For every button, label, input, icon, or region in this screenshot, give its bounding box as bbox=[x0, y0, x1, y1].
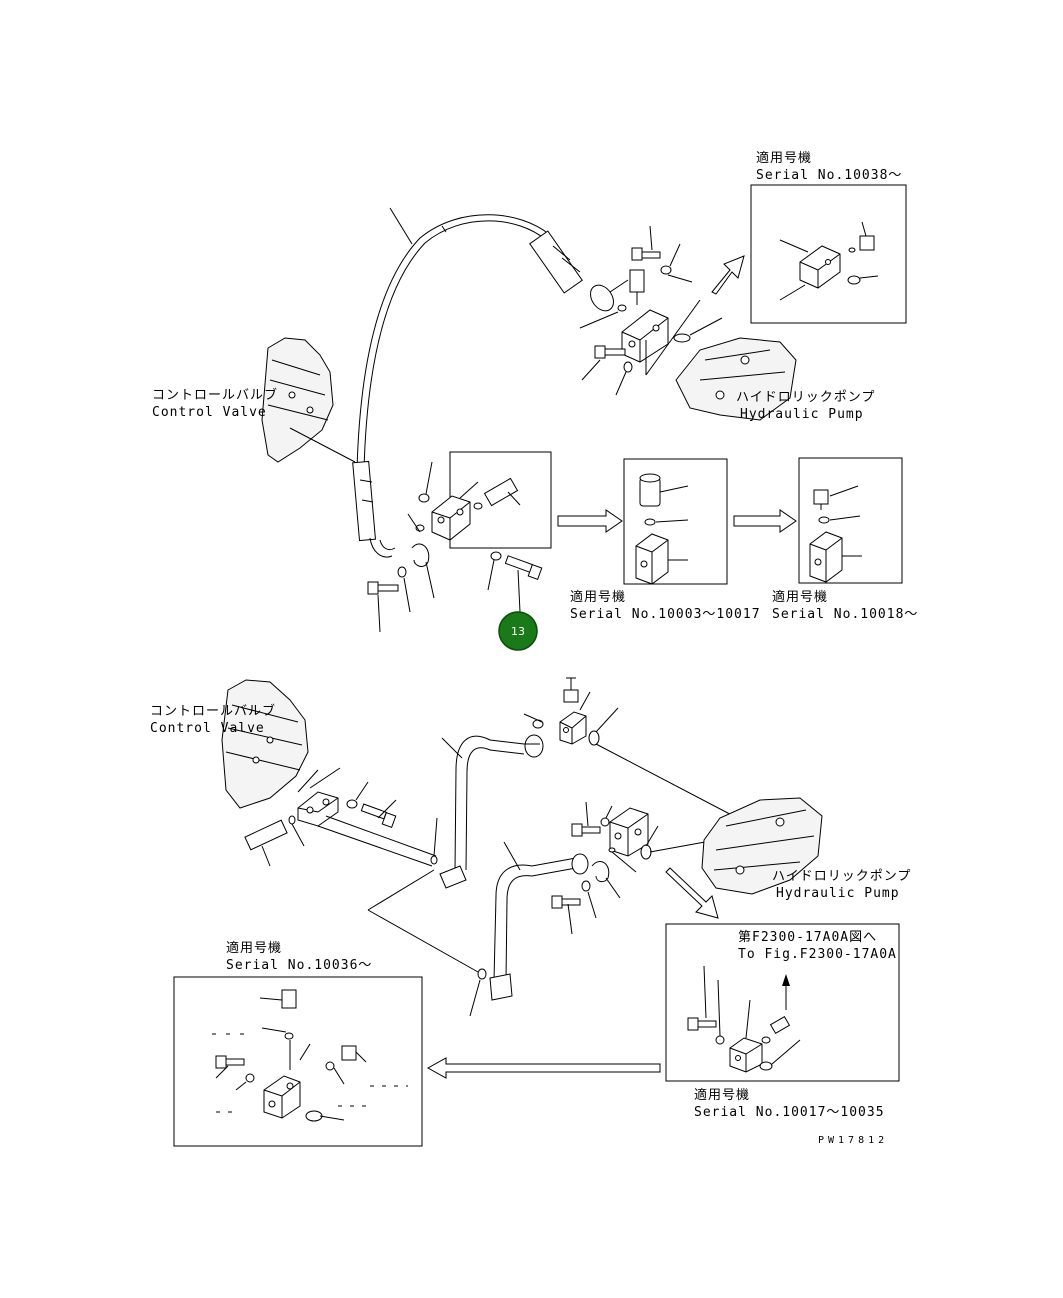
bolt-lower-2 bbox=[551, 895, 581, 935]
pipe-line-lower bbox=[317, 825, 433, 867]
serial-10038-jp: 適用号機 bbox=[756, 150, 812, 166]
drawing-number: PW17812 bbox=[818, 1135, 888, 1146]
clamp-mid bbox=[411, 543, 430, 567]
control-valve-top-label-en: Control Valve bbox=[152, 405, 267, 420]
pipe-to-pump-lower bbox=[595, 743, 746, 823]
hose-lower-2 bbox=[489, 841, 589, 1001]
block-10038 bbox=[779, 221, 879, 301]
clamp-lower bbox=[591, 861, 610, 883]
hyd-pump-bottom-label-jp: ハイドロリックポンプ bbox=[772, 869, 911, 884]
callout-13-circle[interactable] bbox=[498, 611, 538, 651]
flange-block-lower bbox=[297, 791, 339, 827]
parts-10017 bbox=[687, 965, 801, 1073]
oring-upper bbox=[673, 333, 691, 343]
arrow-to-10038 bbox=[711, 255, 745, 295]
control-valve-bottom-label-en: Control Valve bbox=[150, 721, 265, 736]
fig-ref-jp: 第F2300-17A0A図へ bbox=[738, 930, 877, 945]
serial-10018-en: Serial No.10018～ bbox=[772, 607, 918, 622]
bolt-upper-1 bbox=[631, 225, 661, 261]
control-valve-bottom-label-jp: コントロールバルブ bbox=[150, 703, 276, 719]
relief-valve-mid bbox=[483, 477, 521, 507]
hose-lower-1 bbox=[439, 734, 544, 889]
box-serial-10036 bbox=[173, 976, 423, 1147]
serial-10038-en: Serial No.10038～ bbox=[756, 168, 902, 183]
serial-10003-en: Serial No.10003～10017 bbox=[570, 607, 761, 622]
arrow-to-10036 bbox=[426, 1057, 661, 1079]
hose-vertical-upper bbox=[352, 460, 396, 558]
serial-10018-jp: 適用号機 bbox=[772, 589, 828, 605]
fitting-upper bbox=[629, 269, 645, 305]
arrow-to-10003 bbox=[557, 509, 623, 533]
washer-upper-1 bbox=[660, 265, 672, 275]
serial-10017-en: Serial No.10017～10035 bbox=[694, 1105, 885, 1120]
callout-13[interactable]: 13 bbox=[498, 611, 538, 651]
parts-10018 bbox=[809, 485, 862, 583]
bolt-lower-mid bbox=[571, 801, 601, 837]
serial-10017-jp: 適用号機 bbox=[694, 1087, 750, 1103]
bolt-mid-right bbox=[504, 555, 543, 613]
fig-ref-en: To Fig.F2300-17A0A bbox=[738, 947, 897, 962]
arrow-to-10017 bbox=[665, 867, 719, 919]
check-valve-lower bbox=[244, 819, 288, 867]
block-lower-top bbox=[559, 691, 591, 745]
parts-10003 bbox=[635, 473, 689, 585]
control-valve-top bbox=[261, 337, 356, 463]
bolt-upper-2 bbox=[594, 345, 626, 359]
bolt-lower-1 bbox=[360, 799, 397, 828]
hyd-pump-bottom-label-en: Hydraulic Pump bbox=[776, 886, 900, 901]
hydraulic-pump-top bbox=[675, 337, 797, 421]
hose-end-fitting-upper bbox=[529, 230, 629, 312]
serial-10036-en: Serial No.10036～ bbox=[226, 958, 372, 973]
control-valve-top-label-jp: コントロールバルブ bbox=[152, 387, 278, 403]
washer-upper-2 bbox=[623, 361, 633, 373]
hydraulic-pump-bottom bbox=[701, 797, 823, 895]
hose-top-loop bbox=[356, 214, 551, 471]
manifold-block-mid bbox=[431, 481, 479, 541]
control-valve-bottom bbox=[221, 679, 309, 809]
serial-10036-jp: 適用号機 bbox=[226, 940, 282, 956]
bolt-mid-left bbox=[367, 581, 399, 633]
callout-13-number[interactable]: 13 bbox=[511, 625, 525, 638]
serial-10003-jp: 適用号機 bbox=[570, 589, 626, 605]
hyd-pump-top-label-jp: ハイドロリックポンプ bbox=[736, 390, 875, 405]
hyd-pump-top-label-en: Hydraulic Pump bbox=[740, 407, 864, 422]
fitting-lower-top bbox=[563, 677, 579, 703]
arrow-to-10018 bbox=[733, 509, 797, 533]
parts-10036 bbox=[212, 989, 408, 1122]
